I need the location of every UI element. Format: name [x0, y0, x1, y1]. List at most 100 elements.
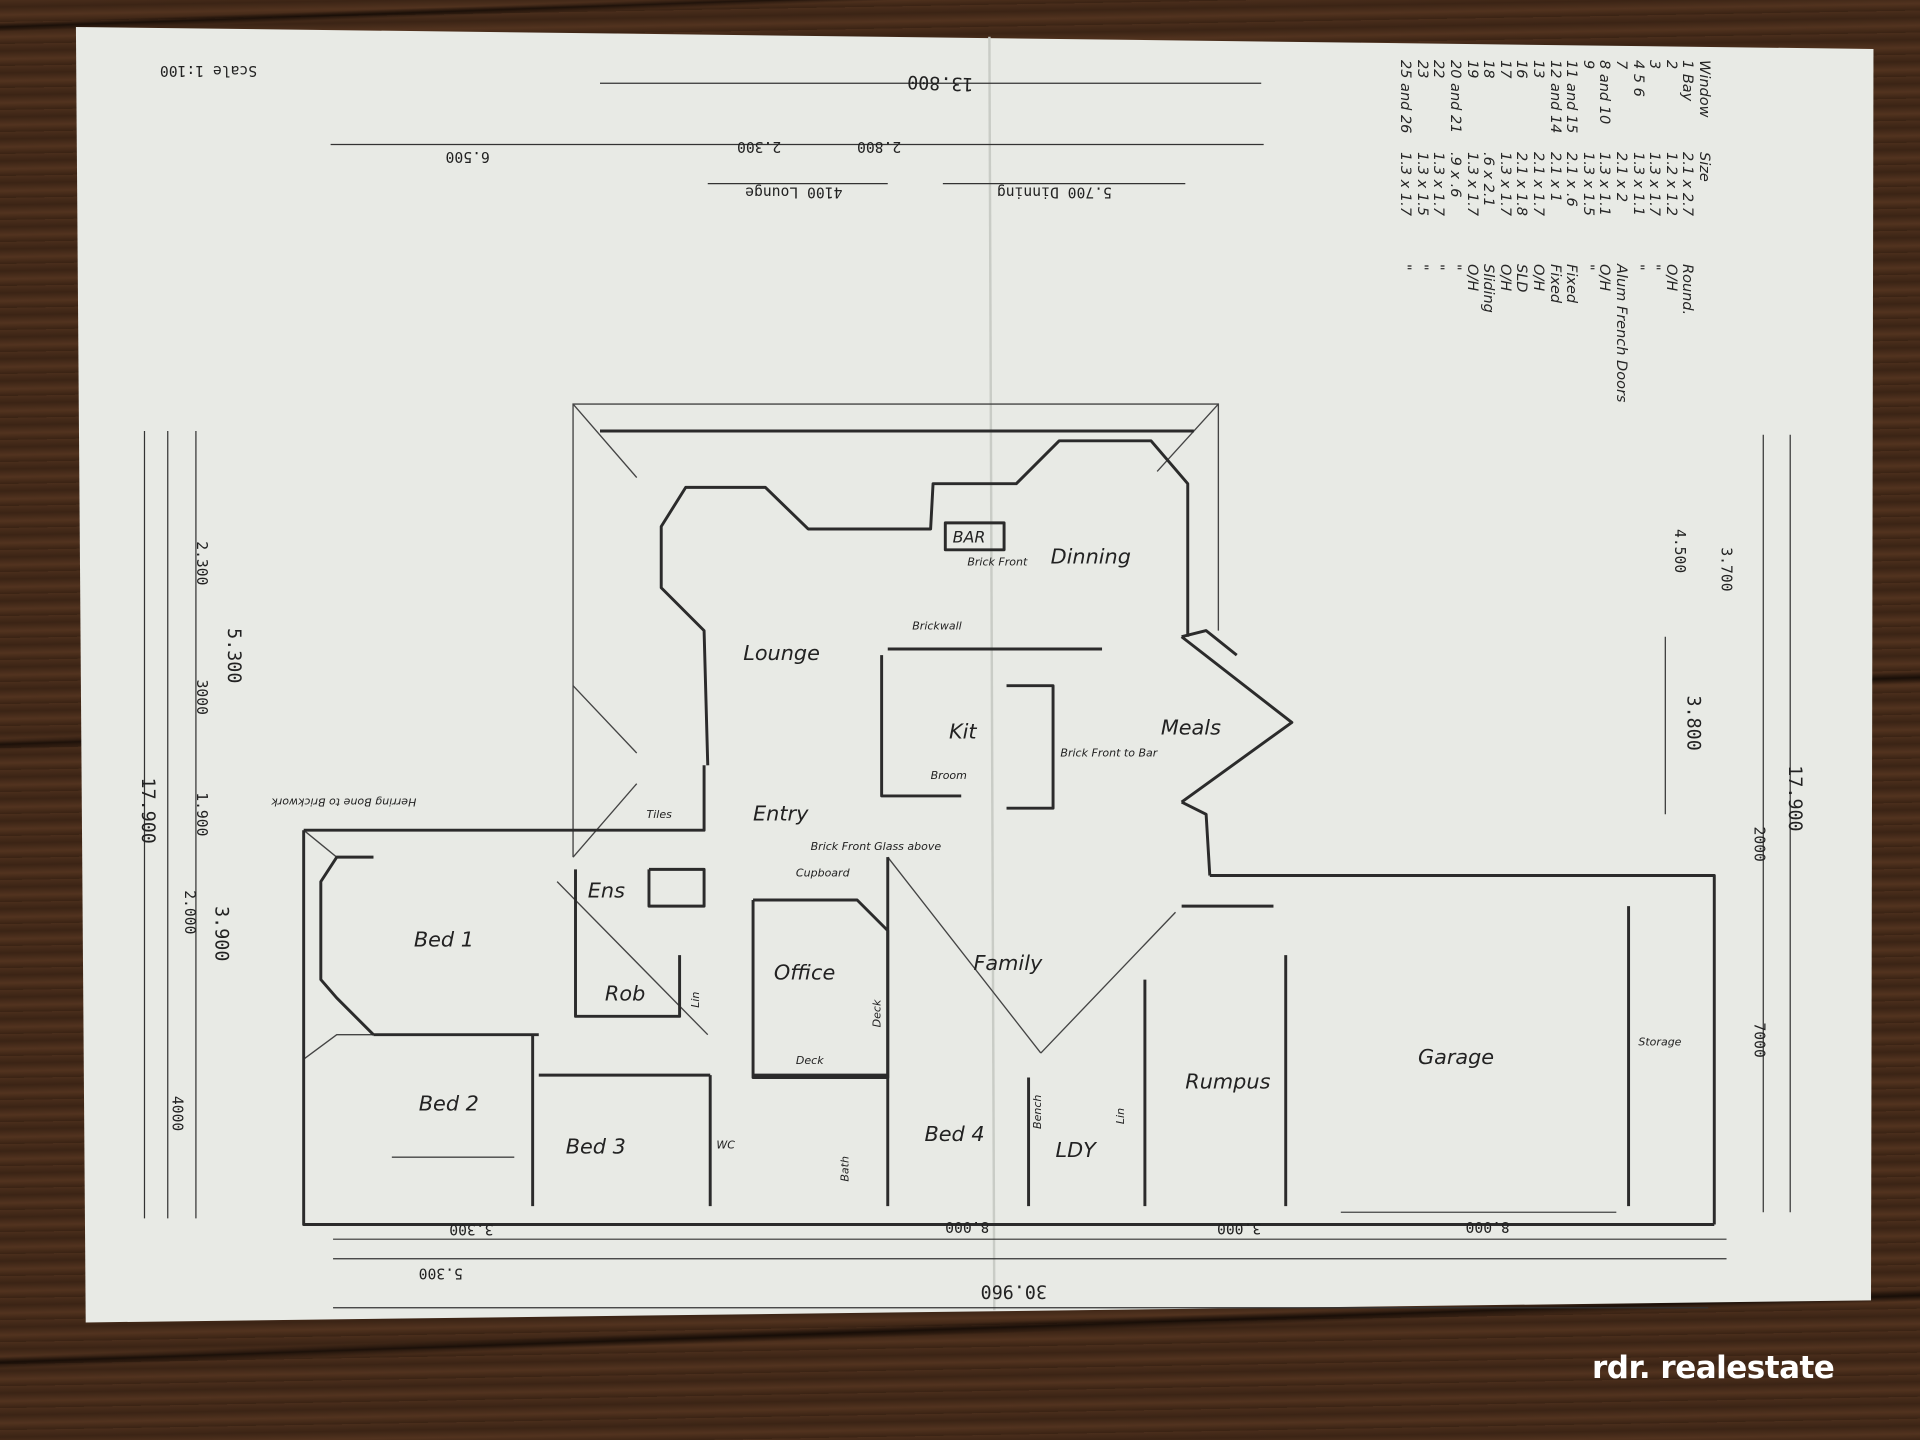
schedule-window-type: O/H: [1463, 264, 1480, 292]
schedule-window-number: 23: [1413, 60, 1430, 79]
schedule-window-size: 1.3 x 1.7: [1646, 152, 1663, 216]
room-ens: Ens: [588, 879, 625, 903]
note-storage: Storage: [1638, 1036, 1681, 1049]
dim-left-b: 2.300: [193, 541, 210, 585]
room-dinning: Dinning: [1051, 544, 1131, 568]
schedule-window-size: 1.3 x 1.1: [1596, 152, 1613, 216]
schedule-row: 9 1.3 x 1.5 ": [1579, 60, 1596, 450]
room-bed4: Bed 4: [924, 1122, 984, 1146]
dim-left-total: 17.900: [137, 778, 158, 844]
dim-top-c: 2.800: [857, 138, 901, 155]
schedule-window-size: 2.1 x 2: [1613, 152, 1630, 203]
dim-bottom-b: 3.300: [449, 1220, 493, 1237]
schedule-window-size: 2.1 x 1.7: [1530, 152, 1547, 216]
dim-bottom-c: 8.000: [945, 1218, 989, 1235]
schedule-window-size: 1.3 x 1.7: [1463, 152, 1480, 216]
schedule-row: 22 1.3 x 1.7 ": [1430, 60, 1447, 450]
dim-right-d: 2000: [1751, 827, 1768, 862]
note-brick-front-glass: Brick Front Glass above: [811, 840, 942, 853]
schedule-window-size: 1.2 x 1.2: [1662, 152, 1679, 216]
room-office: Office: [774, 961, 835, 985]
schedule-window-number: 7: [1613, 60, 1630, 70]
room-meals: Meals: [1161, 716, 1221, 740]
schedule-row: 25 and 26 1.3 x 1.7 ": [1397, 60, 1414, 450]
schedule-window-type: O/H: [1662, 264, 1679, 292]
schedule-window-number: 12 and 14: [1546, 60, 1563, 134]
dim-left-e: 3.900: [211, 906, 232, 961]
dimension-lines: [143, 82, 1791, 1309]
schedule-window-number: 22: [1430, 60, 1447, 79]
schedule-window-size: 1.3 x 1.7: [1496, 152, 1513, 216]
note-brick-front-bar: Brick Front to Bar: [1060, 747, 1158, 760]
schedule-header-window: Window: [1696, 60, 1712, 118]
note-broom: Broom: [931, 769, 967, 782]
note-bath: Bath: [839, 1156, 852, 1182]
schedule-window-number: 9: [1579, 60, 1596, 70]
schedule-window-size: 1.3 x 1.5: [1579, 152, 1596, 216]
dim-left-c: 3000: [193, 680, 210, 715]
schedule-window-size: 2.1 x 2.7: [1679, 152, 1696, 216]
dim-right-total: 17.900: [1784, 765, 1805, 831]
schedule-window-number: 3: [1646, 60, 1663, 70]
schedule-window-type: Alum French Doors: [1613, 264, 1630, 403]
schedule-window-size: 2.1 x 1.8: [1513, 152, 1530, 216]
dim-right-e: 7000: [1751, 1022, 1768, 1057]
dim-left-f: 2.000: [181, 890, 198, 934]
note-deck-1: Deck: [796, 1054, 824, 1067]
schedule-window-type: ": [1629, 264, 1646, 271]
schedule-window-type: O/H: [1530, 264, 1547, 292]
schedule-window-type: O/H: [1596, 264, 1613, 292]
schedule-window-type: Sliding: [1480, 264, 1497, 313]
schedule-window-number: 20 and 21: [1447, 60, 1464, 134]
dim-bottom-e: 8.000: [1466, 1218, 1510, 1235]
schedule-window-size: 1.3 x 1.7: [1430, 152, 1447, 216]
schedule-window-type: O/H: [1496, 264, 1513, 292]
room-entry: Entry: [753, 801, 809, 825]
schedule-window-size: .9 x .6: [1447, 152, 1464, 198]
schedule-window-type: Fixed: [1563, 264, 1580, 304]
room-family: Family: [973, 951, 1043, 975]
note-brick-front: Brick Front: [967, 556, 1028, 569]
schedule-window-type: ": [1579, 264, 1596, 271]
schedule-window-size: 2.1 x .6: [1563, 152, 1580, 207]
schedule-window-number: 8 and 10: [1596, 60, 1613, 125]
room-kit: Kit: [949, 719, 977, 743]
dim-bottom-a: 5.300: [419, 1265, 463, 1282]
schedule-window-size: 1.3 x 1.5: [1413, 152, 1430, 216]
schedule-window-number: 25 and 26: [1397, 60, 1414, 134]
schedule-window-type: ": [1646, 264, 1663, 271]
schedule-header-type: [1695, 264, 1712, 444]
room-lounge: Lounge: [743, 641, 820, 665]
note-herringbone: Herring Bone to Brickwork: [271, 795, 417, 808]
schedule-window-size: 2.1 x 1: [1546, 152, 1563, 203]
dim-bottom-d: 3.000: [1217, 1219, 1261, 1236]
walls: [302, 429, 1716, 1226]
dim-right-a: 3.700: [1718, 547, 1735, 591]
schedule-window-size: 1.3 x 1.7: [1397, 152, 1414, 216]
schedule-window-type: ": [1430, 264, 1447, 271]
paper-sheet: [75, 26, 1874, 1323]
room-bar: BAR: [953, 527, 986, 546]
schedule-window-type: ": [1397, 264, 1414, 271]
schedule-window-number: 18: [1480, 60, 1497, 79]
dim-left-a: 5.300: [223, 628, 244, 683]
room-rumpus: Rumpus: [1185, 1070, 1270, 1094]
dim-top-b: 2.300: [737, 138, 781, 155]
note-wc: WC: [716, 1139, 735, 1152]
schedule-window-type: Fixed: [1546, 264, 1563, 304]
schedule-window-type: Round.: [1679, 264, 1696, 316]
dim-right-c: 3.800: [1682, 696, 1703, 751]
schedule-window-type: SLD: [1513, 264, 1530, 293]
room-garage: Garage: [1418, 1045, 1494, 1069]
